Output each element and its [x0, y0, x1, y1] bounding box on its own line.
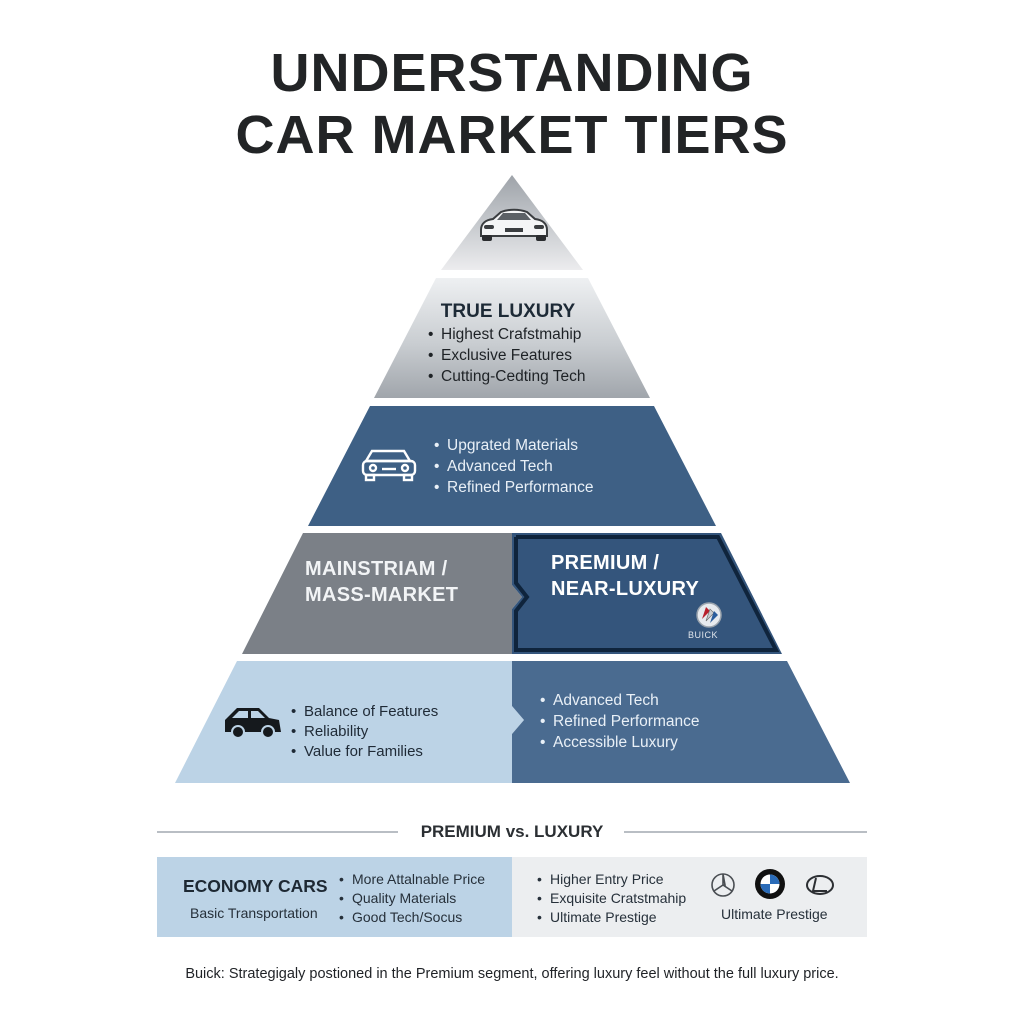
car-side-icon [225, 708, 281, 739]
mercedes-logo-icon [711, 873, 735, 897]
base-right-bullets: Advanced Tech Refined Performance Access… [540, 690, 699, 753]
pyramid-mainstream-tier [242, 533, 522, 654]
base-left-bullets: Balance of Features Reliability Value fo… [291, 702, 438, 762]
page-title-line-2: CAR MARKET TIERS [235, 105, 789, 165]
economy-subtitle: Basic Transportation [190, 905, 318, 921]
economy-title: ECONOMY CARS [183, 876, 328, 896]
list-item: Reliability [291, 722, 438, 742]
sports-car-icon [480, 208, 548, 241]
true-luxury-bullets: Highest Crafstmahip Exclusive Features C… [428, 324, 585, 387]
list-item: Refined Performance [540, 711, 699, 732]
list-item: Balance of Features [291, 702, 438, 722]
buick-brand-text: BUICK [688, 630, 719, 640]
list-item: Upgrated Materials [434, 435, 593, 456]
list-item: Cutting-Cedting Tech [428, 366, 585, 387]
footer-caption: Buick: Strategigaly postioned in the Pre… [185, 966, 839, 982]
car-front-icon [361, 449, 417, 482]
list-item: Accessible Luxury [540, 732, 699, 753]
list-item: Good Tech/Socus [339, 908, 485, 927]
list-item: Refined Performance [434, 477, 593, 498]
luxury-caption: Ultimate Prestige [721, 906, 828, 922]
true-luxury-title: TRUE LUXURY [440, 301, 576, 322]
premium-label-line-2: NEAR-LUXURY [551, 578, 700, 600]
list-item: Advanced Tech [540, 690, 699, 711]
list-item: Highest Crafstmahip [428, 324, 585, 345]
mainstream-label: MAINSTRIAM / MASS-MARKET [305, 556, 458, 608]
premium-highlight-border [514, 535, 780, 652]
list-item: More Attalnable Price [339, 870, 485, 889]
page-title-line-1: UNDERSTANDING [270, 43, 754, 103]
mainstream-label-line-1: MAINSTRIAM / [305, 558, 448, 580]
bmw-logo-icon [755, 869, 785, 899]
list-item: Ultimate Prestige [537, 908, 686, 927]
list-item: Higher Entry Price [537, 870, 686, 889]
luxury-bullets: Higher Entry Price Exquisite Cratstmahip… [537, 870, 686, 927]
list-item: Exclusive Features [428, 345, 585, 366]
premium-label: PREMIUM / NEAR-LUXURY [551, 550, 699, 602]
lexus-logo-icon [806, 875, 834, 895]
list-item: Value for Families [291, 742, 438, 762]
mainstream-label-line-2: MASS-MARKET [305, 584, 459, 606]
list-item: Advanced Tech [434, 456, 593, 477]
upper-tier-bullets: Upgrated Materials Advanced Tech Refined… [434, 435, 593, 498]
list-item: Exquisite Cratstmahip [537, 889, 686, 908]
buick-logo-icon [696, 602, 722, 628]
premium-label-line-1: PREMIUM / [551, 552, 660, 574]
comparison-header: PREMIUM vs. LUXURY [420, 822, 604, 841]
premium-bullets: More Attalnable Price Quality Materials … [339, 870, 485, 927]
list-item: Quality Materials [339, 889, 485, 908]
